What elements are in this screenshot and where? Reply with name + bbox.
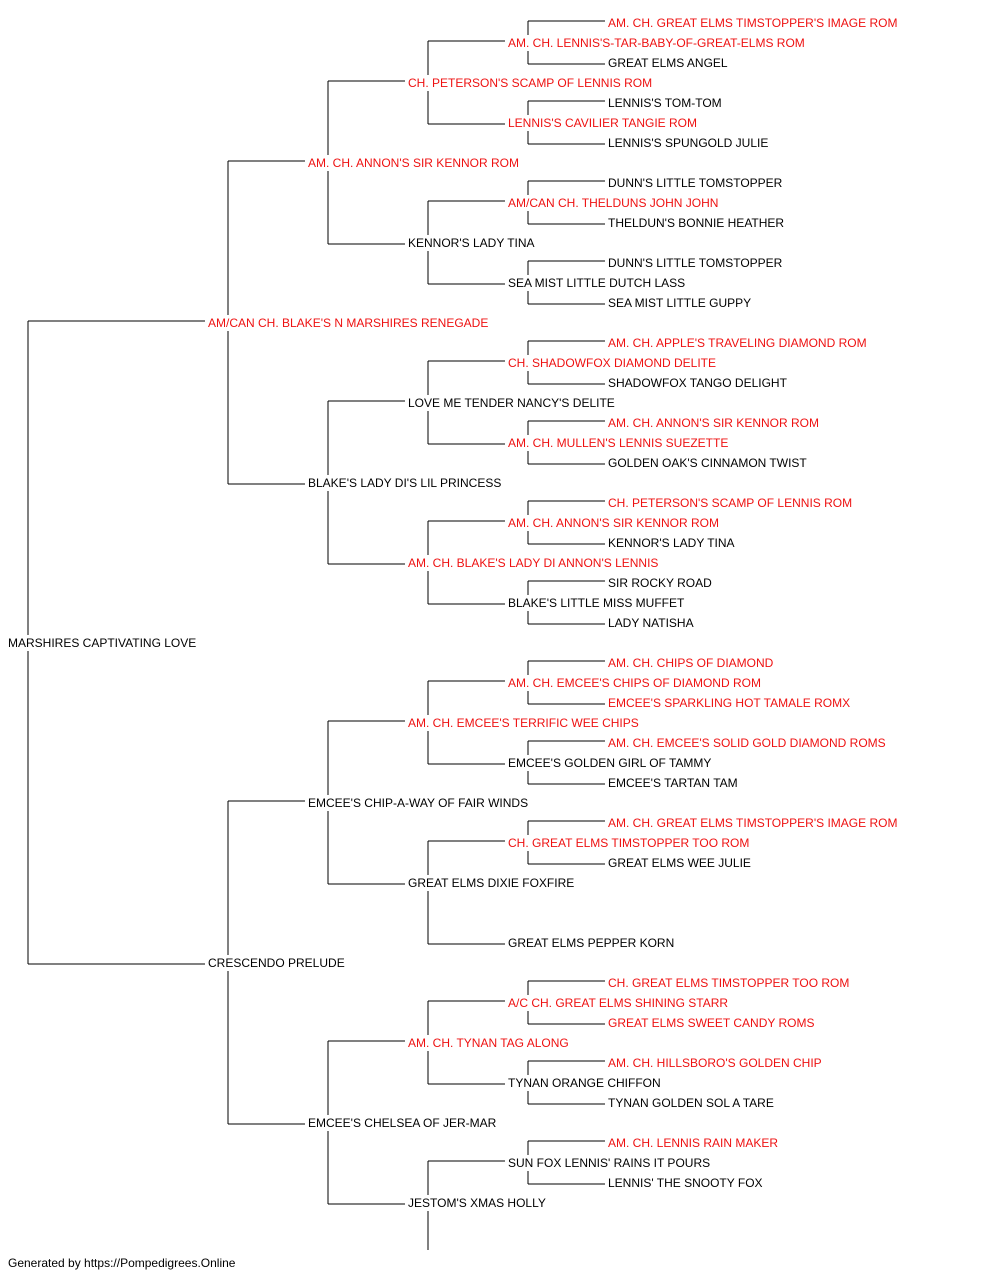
gen5-ancestor-name: BLAKE'S LITTLE MISS MUFFET	[508, 596, 685, 610]
gen6-ancestor-name: AM. CH. GREAT ELMS TIMSTOPPER'S IMAGE RO…	[608, 16, 897, 30]
gen4-ancestor-name: KENNOR'S LADY TINA	[408, 236, 535, 250]
gen5-ancestor-name: AM. CH. MULLEN'S LENNIS SUEZETTE	[508, 436, 728, 450]
gen5-ancestor-name: CH. SHADOWFOX DIAMOND DELITE	[508, 356, 716, 370]
gen6-ancestor-name: LENNIS'S SPUNGOLD JULIE	[608, 136, 768, 150]
grandparent-name: AM. CH. ANNON'S SIR KENNOR ROM	[308, 156, 519, 170]
subject-name: MARSHIRES CAPTIVATING LOVE	[8, 636, 196, 650]
gen4-ancestor-name: CH. PETERSON'S SCAMP OF LENNIS ROM	[408, 76, 652, 90]
gen6-ancestor-name: SIR ROCKY ROAD	[608, 576, 712, 590]
grandparent-name: BLAKE'S LADY DI'S LIL PRINCESS	[308, 476, 501, 490]
gen5-ancestor-name: CH. GREAT ELMS TIMSTOPPER TOO ROM	[508, 836, 749, 850]
gen5-ancestor-name: EMCEE'S GOLDEN GIRL OF TAMMY	[508, 756, 711, 770]
gen6-ancestor-name: CH. PETERSON'S SCAMP OF LENNIS ROM	[608, 496, 852, 510]
gen5-ancestor-name: GREAT ELMS PEPPER KORN	[508, 936, 674, 950]
gen6-ancestor-name: LENNIS'S TOM-TOM	[608, 96, 722, 110]
gen6-ancestor-name: DUNN'S LITTLE TOMSTOPPER	[608, 176, 783, 190]
generated-by-footer: Generated by https://Pompedigrees.Online	[8, 1256, 236, 1270]
gen4-ancestor-name: AM. CH. TYNAN TAG ALONG	[408, 1036, 569, 1050]
ancestor-labels: MARSHIRES CAPTIVATING LOVE AM/CAN CH. BLA…	[8, 16, 897, 1210]
gen6-ancestor-name: AM. CH. CHIPS OF DIAMOND	[608, 656, 774, 670]
gen6-ancestor-name: CH. GREAT ELMS TIMSTOPPER TOO ROM	[608, 976, 849, 990]
gen6-ancestor-name: AM. CH. HILLSBORO'S GOLDEN CHIP	[608, 1056, 822, 1070]
gen6-ancestor-name: GREAT ELMS SWEET CANDY ROMS	[608, 1016, 814, 1030]
grandparent-name: EMCEE'S CHELSEA OF JER-MAR	[308, 1116, 497, 1130]
gen4-ancestor-name: JESTOM'S XMAS HOLLY	[408, 1196, 546, 1210]
gen4-ancestor-name: AM. CH. BLAKE'S LADY DI ANNON'S LENNIS	[408, 556, 658, 570]
gen5-ancestor-name: A/C CH. GREAT ELMS SHINING STARR	[508, 996, 728, 1010]
gen6-ancestor-name: AM. CH. EMCEE'S SOLID GOLD DIAMOND ROMS	[608, 736, 886, 750]
gen5-ancestor-name: LENNIS'S CAVILIER TANGIE ROM	[508, 116, 697, 130]
gen4-ancestor-name: LOVE ME TENDER NANCY'S DELITE	[408, 396, 615, 410]
gen6-ancestor-name: SEA MIST LITTLE GUPPY	[608, 296, 751, 310]
gen6-ancestor-name: TYNAN GOLDEN SOL A TARE	[608, 1096, 774, 1110]
gen6-ancestor-name: EMCEE'S TARTAN TAM	[608, 776, 738, 790]
pedigree-tree: MARSHIRES CAPTIVATING LOVE AM/CAN CH. BLA…	[8, 16, 897, 1250]
gen6-ancestor-name: AM. CH. ANNON'S SIR KENNOR ROM	[608, 416, 819, 430]
gen5-ancestor-name: AM. CH. LENNIS'S-TAR-BABY-OF-GREAT-ELMS …	[508, 36, 805, 50]
gen6-ancestor-name: SHADOWFOX TANGO DELIGHT	[608, 376, 788, 390]
gen5-ancestor-name: AM. CH. EMCEE'S CHIPS OF DIAMOND ROM	[508, 676, 761, 690]
gen6-ancestor-name: GREAT ELMS ANGEL	[608, 56, 728, 70]
gen6-ancestor-name: AM. CH. GREAT ELMS TIMSTOPPER'S IMAGE RO…	[608, 816, 897, 830]
parent-name: AM/CAN CH. BLAKE'S N MARSHIRES RENEGADE	[208, 316, 488, 330]
gen6-ancestor-name: AM. CH. APPLE'S TRAVELING DIAMOND ROM	[608, 336, 867, 350]
gen5-ancestor-name: SUN FOX LENNIS' RAINS IT POURS	[508, 1156, 710, 1170]
gen6-ancestor-name: AM. CH. LENNIS RAIN MAKER	[608, 1136, 778, 1150]
gen4-ancestor-name: GREAT ELMS DIXIE FOXFIRE	[408, 876, 574, 890]
gen6-ancestor-name: THELDUN'S BONNIE HEATHER	[608, 216, 784, 230]
gen6-ancestor-name: EMCEE'S SPARKLING HOT TAMALE ROMX	[608, 696, 850, 710]
gen6-ancestor-name: LADY NATISHA	[608, 616, 694, 630]
gen5-ancestor-name: AM/CAN CH. THELDUNS JOHN JOHN	[508, 196, 718, 210]
gen5-ancestor-name: SEA MIST LITTLE DUTCH LASS	[508, 276, 685, 290]
connector-lines	[27, 20, 605, 1250]
gen5-ancestor-name: TYNAN ORANGE CHIFFON	[508, 1076, 661, 1090]
gen6-ancestor-name: GREAT ELMS WEE JULIE	[608, 856, 751, 870]
gen6-ancestor-name: LENNIS' THE SNOOTY FOX	[608, 1176, 763, 1190]
gen5-ancestor-name: AM. CH. ANNON'S SIR KENNOR ROM	[508, 516, 719, 530]
parent-name: CRESCENDO PRELUDE	[208, 956, 345, 970]
grandparent-name: EMCEE'S CHIP-A-WAY OF FAIR WINDS	[308, 796, 528, 810]
gen6-ancestor-name: KENNOR'S LADY TINA	[608, 536, 735, 550]
gen6-ancestor-name: GOLDEN OAK'S CINNAMON TWIST	[608, 456, 807, 470]
gen6-ancestor-name: DUNN'S LITTLE TOMSTOPPER	[608, 256, 783, 270]
gen4-ancestor-name: AM. CH. EMCEE'S TERRIFIC WEE CHIPS	[408, 716, 639, 730]
